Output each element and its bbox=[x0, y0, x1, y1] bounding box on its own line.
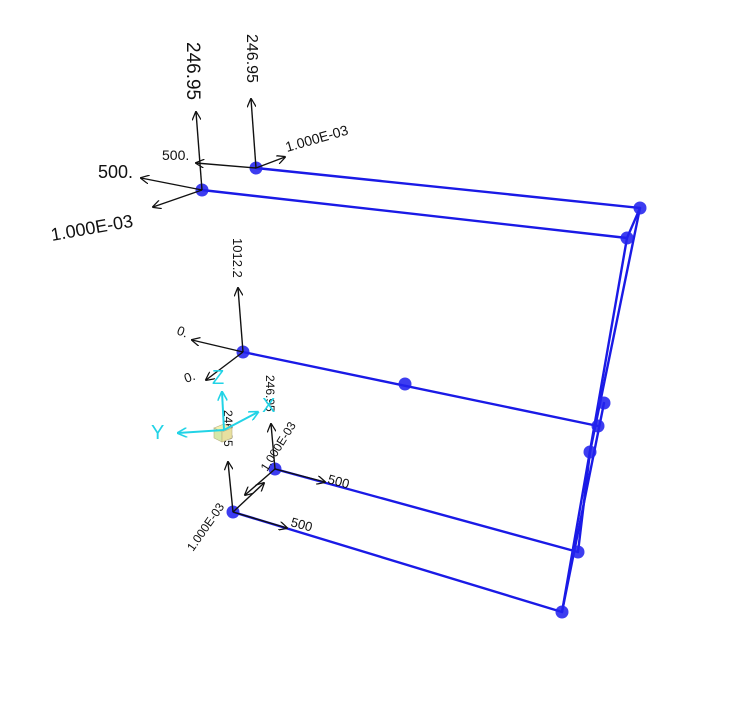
load-label: 246.95 bbox=[243, 34, 260, 83]
load-arrow-right[interactable] bbox=[232, 511, 287, 528]
node[interactable] bbox=[571, 545, 585, 559]
load-label: 500 bbox=[289, 514, 314, 534]
triad-axis-x bbox=[223, 412, 258, 431]
load-label: 1.000E-03 bbox=[49, 211, 134, 245]
node[interactable] bbox=[583, 445, 597, 459]
member-top-back[interactable] bbox=[254, 166, 642, 210]
load-arrow-up[interactable] bbox=[196, 112, 203, 191]
frame-nodes bbox=[195, 161, 647, 619]
triad-axis-z bbox=[222, 392, 224, 431]
load-arrow-up[interactable] bbox=[251, 99, 257, 169]
member-column-brace[interactable] bbox=[560, 401, 606, 614]
load-arrow-right[interactable] bbox=[255, 157, 285, 169]
load-arrow-diag[interactable] bbox=[245, 468, 276, 495]
node[interactable] bbox=[597, 396, 611, 410]
load-labels: 246.95 500. 1.000E-03 246.95 500. 1.000E… bbox=[49, 34, 351, 554]
load-arrow-left[interactable] bbox=[192, 340, 244, 353]
triad-label-y: Y bbox=[151, 422, 164, 444]
node[interactable] bbox=[555, 605, 569, 619]
member-top-front[interactable] bbox=[200, 188, 629, 240]
load-arrows bbox=[141, 99, 325, 528]
load-arrow-diag[interactable] bbox=[232, 483, 264, 513]
load-label: 0. bbox=[182, 368, 197, 386]
load-arrow-left[interactable] bbox=[206, 351, 244, 380]
load-label: 500. bbox=[98, 162, 133, 182]
load-label: 0. bbox=[175, 323, 190, 341]
load-arrow-up[interactable] bbox=[238, 288, 244, 353]
load-label: 1.000E-03 bbox=[283, 122, 350, 155]
member-middle[interactable] bbox=[241, 350, 600, 428]
triad-label-x: X bbox=[262, 395, 275, 417]
triad-label-z: Z bbox=[212, 367, 224, 389]
load-arrow-left[interactable] bbox=[141, 178, 203, 191]
node[interactable] bbox=[398, 377, 412, 391]
load-arrow-up[interactable] bbox=[228, 462, 234, 513]
load-arrow-down[interactable] bbox=[153, 189, 203, 207]
member-column-back[interactable] bbox=[588, 206, 642, 454]
load-label: 246.95 bbox=[263, 375, 277, 412]
load-arrow-up[interactable] bbox=[271, 424, 275, 470]
load-label: 1012.2 bbox=[230, 238, 245, 278]
load-label: 500 bbox=[326, 471, 351, 491]
load-label: 246.95 bbox=[182, 42, 203, 100]
triad-axis-y bbox=[178, 430, 225, 433]
load-arrow-right[interactable] bbox=[274, 468, 325, 482]
axis-triad: Z X Y bbox=[151, 367, 275, 444]
load-label: 500. bbox=[162, 147, 189, 163]
load-arrow-left[interactable] bbox=[196, 163, 257, 169]
node[interactable] bbox=[633, 201, 647, 215]
load-label: 1.000E-03 bbox=[184, 500, 227, 554]
node[interactable] bbox=[591, 419, 605, 433]
node[interactable] bbox=[620, 231, 634, 245]
